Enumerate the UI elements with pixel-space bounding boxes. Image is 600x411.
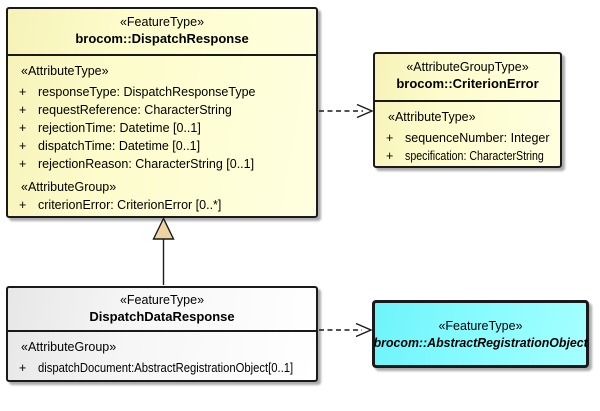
attribute-row[interactable]: + rejectionReason: CharacterString [0..1…	[8, 155, 316, 173]
dependency-connector-dispatch-data-response-to-abstract-registration-object[interactable]	[319, 322, 373, 338]
stereotype-label: «FeatureType»	[119, 15, 205, 29]
stereotype-label: «FeatureType»	[438, 318, 523, 333]
class-header: «FeatureType» brocom::DispatchResponse	[8, 9, 316, 56]
stereotype-label: «FeatureType»	[119, 293, 205, 307]
visibility-plus: +	[19, 198, 27, 212]
attribute-text: dispatchDocument:AbstractRegistrationObj…	[38, 361, 294, 375]
section-stereotype-label: «AttributeGroup»	[21, 340, 117, 354]
attribute-text: rejectionReason: CharacterString [0..1]	[38, 157, 255, 171]
dependency-connector-dispatch-response-to-criterion-error[interactable]	[319, 103, 374, 119]
attribute-row[interactable]: + requestReference: CharacterString	[8, 101, 316, 119]
visibility-plus: +	[19, 361, 27, 375]
attribute-row[interactable]: + rejectionTime: Datetime [0..1]	[8, 119, 316, 137]
attribute-text: responseType: DispatchResponseType	[38, 85, 256, 99]
attributes-compartment: «AttributeType» + sequenceNumber: Intege…	[375, 102, 560, 165]
attribute-text: sequenceNumber: Integer	[405, 131, 550, 145]
class-box-abstract-registration-object[interactable]: «FeatureType» brocom::AbstractRegistrati…	[372, 300, 589, 368]
visibility-plus: +	[19, 139, 27, 153]
class-box-criterion-error[interactable]: «AttributeGroupType» brocom::CriterionEr…	[373, 52, 562, 168]
attribute-row[interactable]: + dispatchTime: Datetime [0..1]	[8, 137, 316, 155]
visibility-plus: +	[19, 103, 27, 117]
attribute-row[interactable]: + criterionError: CriterionError [0..*]	[8, 196, 316, 214]
class-name: brocom::CriterionError	[396, 76, 539, 91]
attribute-row[interactable]: + sequenceNumber: Integer	[375, 129, 560, 147]
class-box-dispatch-response[interactable]: «FeatureType» brocom::DispatchResponse «…	[6, 7, 318, 218]
attribute-text: rejectionTime: Datetime [0..1]	[38, 121, 201, 135]
visibility-plus: +	[386, 131, 394, 145]
attribute-text: requestReference: CharacterString	[38, 103, 232, 117]
visibility-plus: +	[19, 157, 27, 171]
stereotype-label: «AttributeGroupType»	[406, 60, 529, 74]
class-header: «AttributeGroupType» brocom::CriterionEr…	[375, 54, 560, 102]
attributes-compartment: «AttributeType» + responseType: Dispatch…	[8, 56, 316, 214]
class-box-dispatch-data-response[interactable]: «FeatureType» DispatchDataResponse «Attr…	[6, 286, 318, 382]
section-stereotype-label: «AttributeType»	[388, 110, 476, 124]
attribute-row[interactable]: + responseType: DispatchResponseType	[8, 83, 316, 101]
attribute-text: dispatchTime: Datetime [0..1]	[38, 139, 201, 153]
visibility-plus: +	[386, 149, 394, 163]
section-stereotype-label: «AttributeType»	[21, 64, 109, 78]
class-header: «FeatureType» DispatchDataResponse	[8, 288, 316, 332]
class-name: brocom::AbstractRegistrationObject	[373, 334, 588, 350]
visibility-plus: +	[19, 121, 27, 135]
generalization-connector-dispatch-data-response-to-dispatch-response[interactable]	[152, 216, 175, 286]
attribute-text: specification: CharacterString	[405, 149, 544, 163]
visibility-plus: +	[19, 85, 27, 99]
attributes-compartment: «AttributeGroup» + dispatchDocument:Abst…	[8, 332, 316, 377]
class-name: brocom::DispatchResponse	[75, 31, 249, 46]
section-stereotype-label: «AttributeGroup»	[21, 180, 117, 194]
attribute-row[interactable]: + specification: CharacterString	[375, 147, 560, 165]
attribute-text: criterionError: CriterionError [0..*]	[38, 198, 222, 212]
attribute-row[interactable]: + dispatchDocument:AbstractRegistrationO…	[8, 359, 316, 377]
class-name: DispatchDataResponse	[89, 309, 235, 324]
